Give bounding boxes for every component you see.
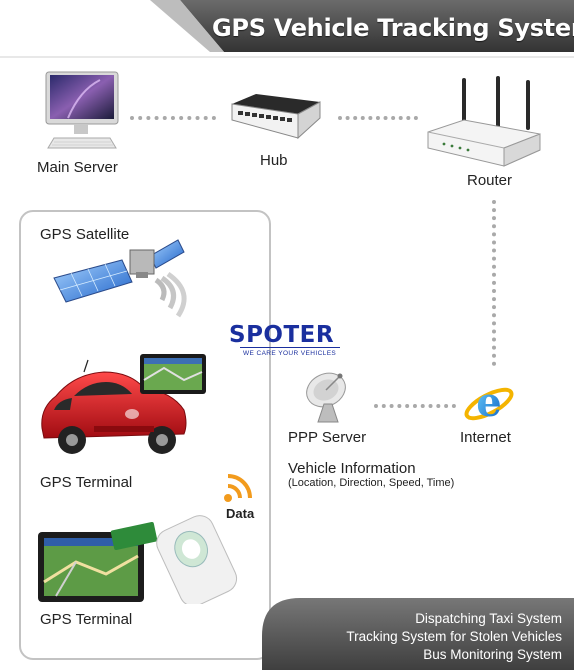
connector-router-internet [492, 200, 496, 366]
footer-band [262, 598, 574, 670]
svg-text:e: e [476, 379, 501, 426]
connector-hub-router [338, 116, 418, 120]
footer-line-3: Bus Monitoring System [423, 647, 562, 662]
hub-label: Hub [260, 152, 288, 169]
footer-line-1: Dispatching Taxi System [415, 611, 562, 626]
car-icon [41, 354, 206, 454]
connector-server-hub [130, 116, 216, 120]
hub-icon [231, 94, 321, 140]
connector-ppp-internet [374, 404, 456, 408]
page-title: GPS Vehicle Tracking System [212, 14, 574, 42]
title-band [0, 0, 574, 58]
internet-icon: e [464, 379, 514, 426]
main-server-icon [45, 71, 119, 149]
signal-icon [224, 474, 252, 502]
brand-logo: SPOTER [229, 322, 335, 348]
ppp-server-label: PPP Server [288, 429, 367, 446]
footer-line-2: Tracking System for Stolen Vehicles [346, 629, 562, 644]
brand-underline [240, 347, 340, 348]
brand-tagline: WE CARE YOUR VEHICLES [243, 350, 337, 357]
router-label: Router [467, 172, 513, 189]
gps-terminal-handheld-label: GPS Terminal [40, 611, 133, 628]
internet-label: Internet [460, 429, 511, 446]
ppp-server-dish-icon [306, 372, 346, 423]
gps-satellite-label: GPS Satellite [40, 226, 130, 243]
gps-terminal-car-label: GPS Terminal [40, 474, 133, 491]
satellite-icon [53, 239, 187, 318]
gps-handheld-icon [38, 515, 238, 604]
vehicle-info-title: Vehicle Information [288, 460, 416, 477]
data-label: Data [226, 506, 255, 521]
router-icon [427, 76, 541, 167]
main-server-label: Main Server [37, 159, 118, 176]
vehicle-info-details: (Location, Direction, Speed, Time) [288, 477, 455, 489]
